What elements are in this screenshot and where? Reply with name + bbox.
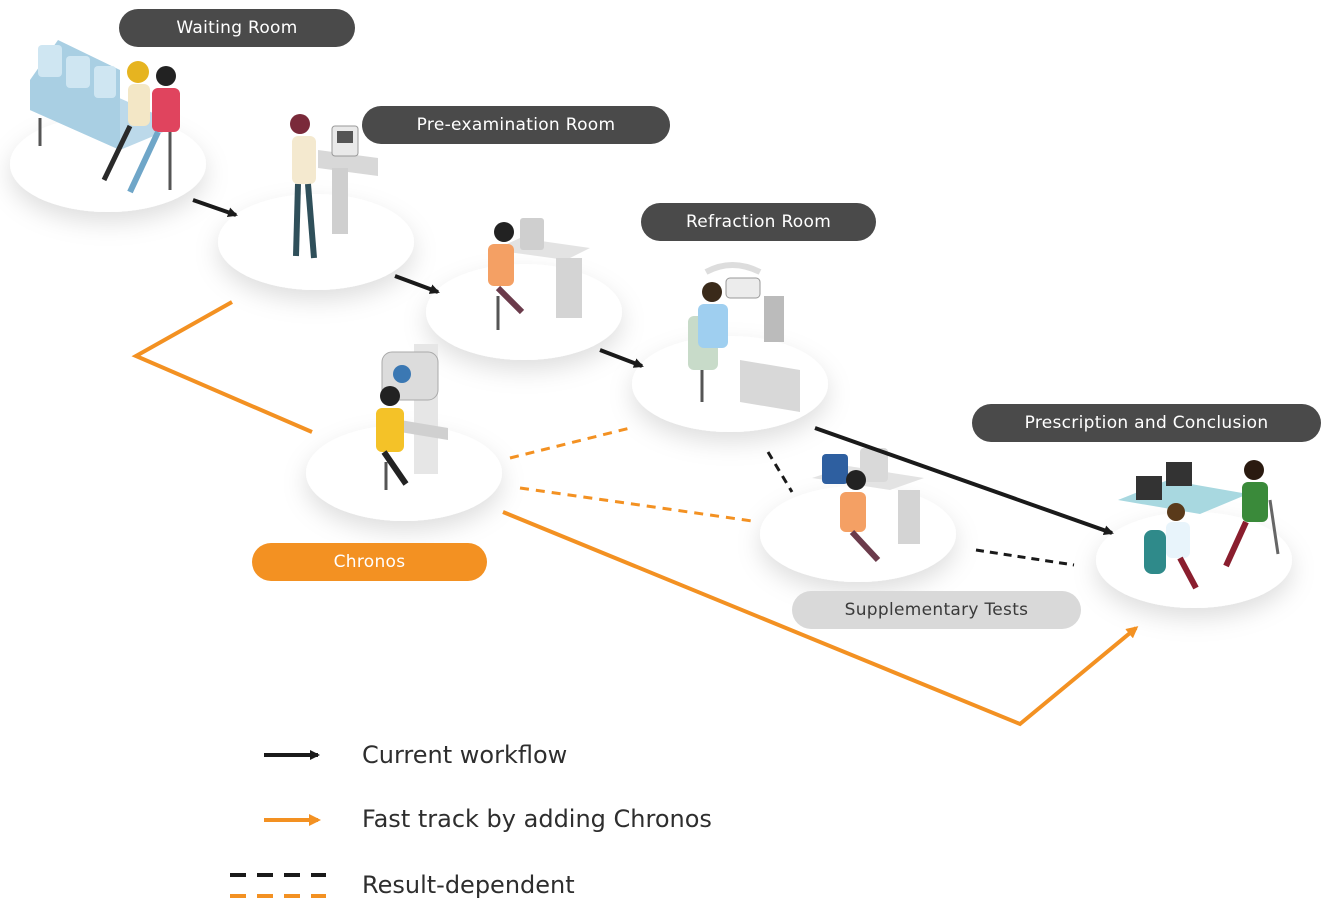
exam-desk-platform [426,264,622,360]
fast-track-exit-path [502,510,1139,727]
label-refraction-room: Refraction Room [641,203,876,241]
dash-chronos-to-supplementary [519,486,753,523]
supplementary-illustration [812,448,924,563]
dash-refraction-to-supplementary [766,451,794,493]
chronos-illustration [376,344,448,490]
label-waiting-room: Waiting Room [119,9,355,47]
chronos-platform [306,425,502,521]
label-pre-exam-room: Pre-examination Room [362,106,670,144]
legend-current-label: Current workflow [362,741,568,769]
exam-desk-illustration [488,218,590,330]
prescription-illustration [1118,460,1280,590]
dash-supplementary-to-prescription [975,548,1075,567]
flow-pre-exam-to-desk [394,274,440,294]
refraction-illustration [688,262,800,412]
waiting-room-illustration [30,40,180,194]
pre-exam-illustration [290,114,378,259]
flow-waiting-to-pre-exam [192,198,238,218]
label-supplementary-tests: Supplementary Tests [792,591,1081,629]
pre-exam-platform [218,194,414,290]
prescription-platform [1096,512,1292,608]
fast-track-entry-path [131,300,313,434]
dash-chronos-to-refraction [509,426,631,460]
label-prescription: Prescription and Conclusion [972,404,1321,442]
flow-desk-to-refraction [599,348,644,368]
legend-fast-track-label: Fast track by adding Chronos [362,805,712,833]
label-chronos: Chronos [252,543,487,581]
legend-result-dependent-label: Result-dependent [362,871,575,899]
flow-refraction-to-prescription [814,426,1114,536]
